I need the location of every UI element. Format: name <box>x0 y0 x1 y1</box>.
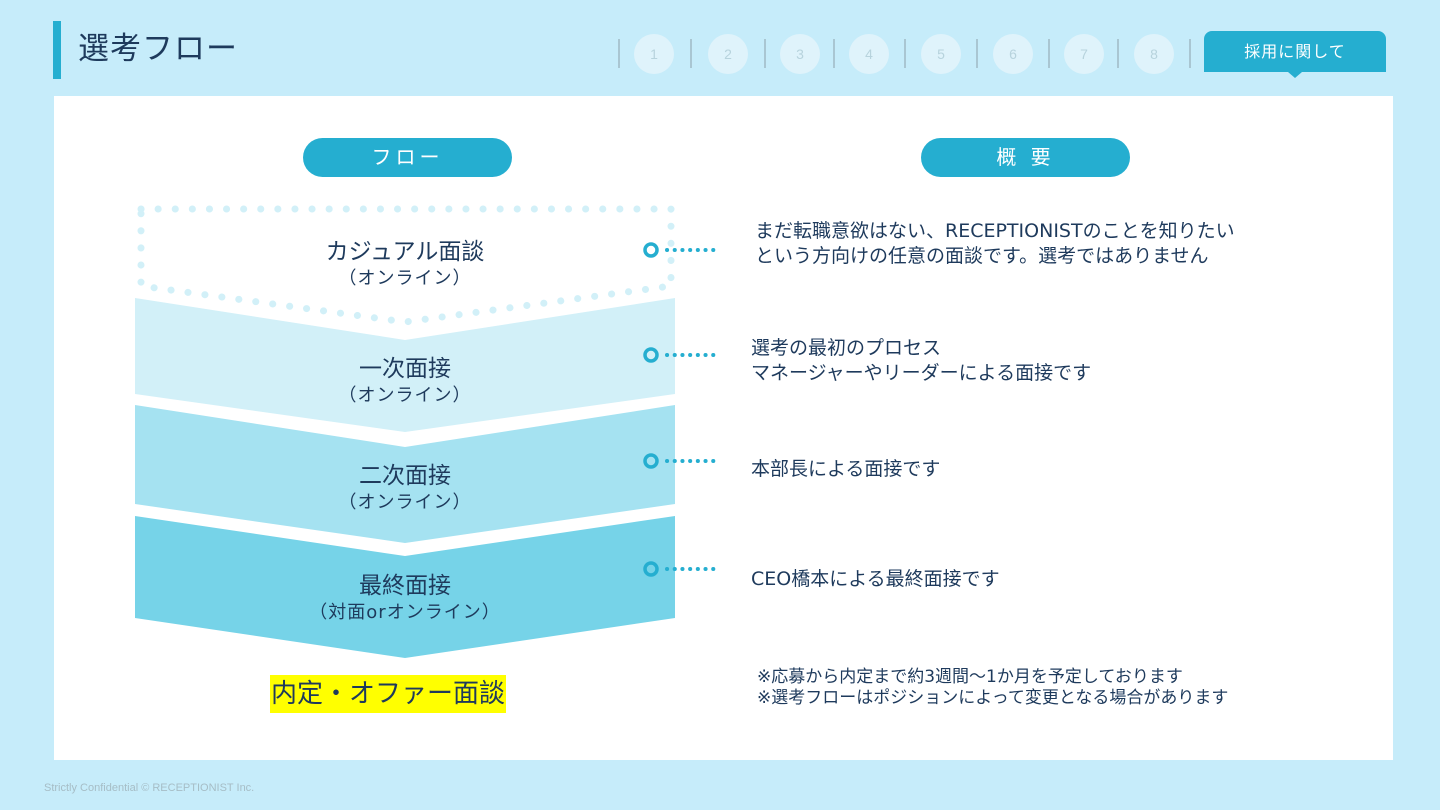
desc-line: 本部長による面接です <box>751 458 941 480</box>
step-first-interview: 一次面接 （オンライン） <box>135 354 675 408</box>
desc-line: 選考の最初のプロセス <box>751 337 942 359</box>
nav-separator <box>618 39 620 68</box>
page-title: 選考フロー <box>78 31 238 67</box>
nav-separator <box>764 39 766 68</box>
nav-separator <box>976 39 978 68</box>
connector-step2 <box>643 453 722 469</box>
desc-line: という方向けの任意の面談です。選考ではありません <box>755 245 1209 267</box>
desc-line: まだ転職意欲はない、RECEPTIONISTのことを知りたい <box>755 220 1235 242</box>
connector-step1 <box>643 347 722 363</box>
nav-separator <box>833 39 835 68</box>
desc-line: CEO橋本による最終面接です <box>751 568 1000 590</box>
title-accent-bar <box>53 21 61 79</box>
connector-step3 <box>643 561 722 577</box>
step-name: 一次面接 <box>359 356 451 382</box>
desc-final-interview: CEO橋本による最終面接です <box>751 567 1000 592</box>
nav-dot-4[interactable]: 4 <box>849 34 889 74</box>
offer-step: 内定・オファー面談 <box>270 675 507 713</box>
note-line: ※応募から内定まで約3週間〜1か月を予定しております <box>757 667 1183 687</box>
desc-line: マネージャーやリーダーによる面接です <box>751 362 1092 384</box>
step-name: 最終面接 <box>359 573 451 599</box>
nav-dot-5[interactable]: 5 <box>921 34 961 74</box>
step1-chevron <box>135 298 675 432</box>
step-format: （オンライン） <box>338 492 472 513</box>
desc-first-interview: 選考の最初のプロセス マネージャーやリーダーによる面接です <box>751 336 1091 386</box>
nav-separator <box>1117 39 1119 68</box>
connector-casual <box>643 242 722 258</box>
nav-separator <box>690 39 692 68</box>
step3-chevron <box>135 516 675 658</box>
nav-separator <box>1048 39 1050 68</box>
nav-tab-pointer <box>1288 72 1302 78</box>
step-second-interview: 二次面接 （オンライン） <box>135 461 675 515</box>
nav-dot-2[interactable]: 2 <box>708 34 748 74</box>
confidential-footer: Strictly Confidential © RECEPTIONIST Inc… <box>44 782 255 794</box>
nav-dot-8[interactable]: 8 <box>1134 34 1174 74</box>
nav-dot-7[interactable]: 7 <box>1064 34 1104 74</box>
nav-dot-1[interactable]: 1 <box>634 34 674 74</box>
step-format: （オンライン） <box>338 268 472 289</box>
step-name: 二次面接 <box>359 463 451 489</box>
desc-second-interview: 本部長による面接です <box>751 457 940 482</box>
nav-dot-6[interactable]: 6 <box>993 34 1033 74</box>
step-format: （対面orオンライン） <box>309 602 501 623</box>
step2-chevron <box>135 405 675 543</box>
step-casual: カジュアル面談 （オンライン） <box>135 237 675 291</box>
note-line: ※選考フローはポジションによって変更となる場合があります <box>757 688 1229 708</box>
nav-dot-3[interactable]: 3 <box>780 34 820 74</box>
step-final-interview: 最終面接 （対面orオンライン） <box>135 571 675 625</box>
flow-column-label: フロー <box>303 138 512 177</box>
nav-separator <box>1189 39 1191 68</box>
desc-casual: まだ転職意欲はない、RECEPTIONISTのことを知りたい という方向けの任意… <box>755 219 1235 269</box>
step-name: カジュアル面談 <box>325 239 485 265</box>
casual-step-outline <box>137 205 675 326</box>
nav-tab-recruitment[interactable]: 採用に関して <box>1204 31 1386 72</box>
schedule-notes: ※応募から内定まで約3週間〜1か月を予定しております ※選考フローはポジションに… <box>757 667 1228 709</box>
nav-separator <box>904 39 906 68</box>
summary-column-label: 概 要 <box>921 138 1130 177</box>
step-format: （オンライン） <box>338 385 472 406</box>
